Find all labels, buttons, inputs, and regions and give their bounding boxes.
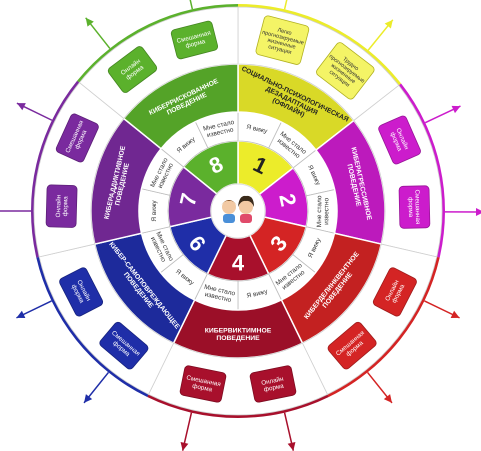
sector-2-form-box-2[interactable]	[398, 185, 431, 229]
arrow-head-6-2	[16, 310, 26, 319]
sector-2-form-label-2: Смешаннаяформа	[406, 190, 421, 225]
arrow-head-3-1	[450, 310, 460, 319]
sector-8-form-box-1[interactable]	[107, 45, 159, 94]
sector-3-form-box-1[interactable]	[372, 266, 418, 317]
arrow-head-8-1	[85, 17, 94, 27]
outer-border-2	[398, 83, 445, 258]
arrow-line-1-1	[283, 0, 288, 10]
sector-7-number: 7	[175, 191, 202, 209]
children-icon	[221, 195, 254, 223]
sector-2-number: 2	[274, 191, 301, 208]
sector-2-label-2: Мне сталоизвестно	[316, 195, 330, 227]
sector-1-form-box-2[interactable]	[315, 41, 376, 101]
sector-4-form-box-2[interactable]	[179, 365, 227, 403]
arrow-head-3-2	[383, 394, 392, 403]
outer-border-4	[147, 394, 329, 418]
sector-7-form-box-2[interactable]	[55, 113, 100, 164]
sector-7-form-label-1: Онлайнформа	[54, 194, 70, 217]
sector-6-form-box-2[interactable]	[58, 266, 104, 317]
sector-1-label-1: Я вижу	[246, 124, 269, 136]
center-badge	[210, 183, 266, 239]
arrow-head-4-2	[180, 442, 189, 451]
sector-1-form-box-1[interactable]	[255, 15, 310, 65]
sector-4-form-box-1[interactable]	[249, 365, 297, 403]
arrow-head-1-2	[384, 19, 393, 29]
arrow-head-2-2	[475, 208, 481, 217]
arrow-head-2-1	[451, 105, 461, 114]
sector-8-form-box-2[interactable]	[170, 20, 219, 60]
arrow-line-8-2	[189, 0, 194, 10]
sector-4-number: 4	[232, 251, 245, 276]
arrow-head-6-1	[84, 394, 93, 403]
sector-6-form-box-1[interactable]	[98, 321, 149, 371]
sector-7-form-box-1[interactable]	[45, 184, 78, 228]
sector-3-form-box-2[interactable]	[326, 321, 377, 371]
arrow-head-4-1	[287, 442, 296, 451]
sector-2-form-box-1[interactable]	[377, 115, 421, 166]
sector-7-label-1: Я вижу	[151, 200, 158, 222]
arrow-head-7-2	[16, 103, 26, 111]
sector-4-label-1: Я вижу	[246, 288, 269, 300]
